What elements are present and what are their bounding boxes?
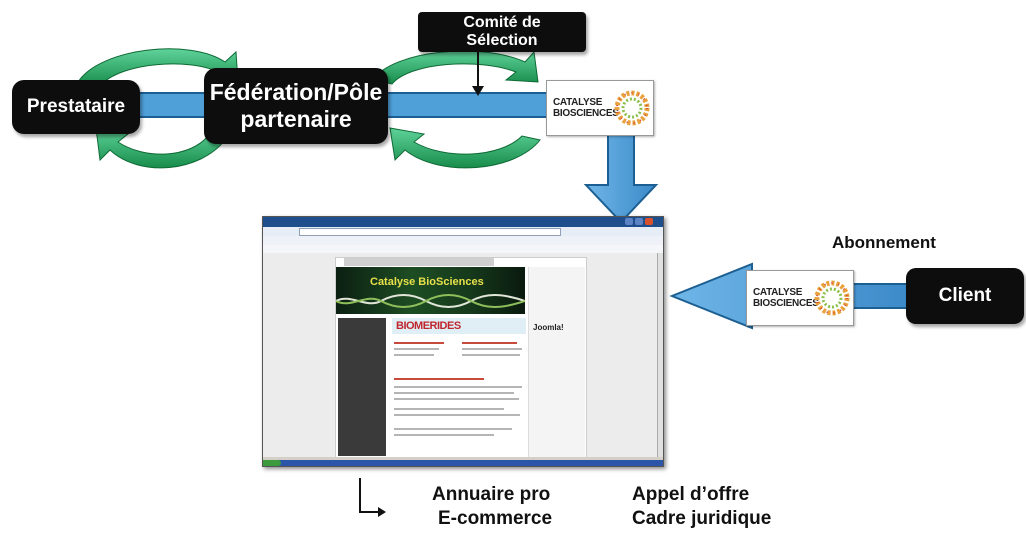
logo-line1: CATALYSE [553,97,603,108]
site-nav [344,258,494,266]
content-line [394,354,434,356]
content-line [394,378,484,380]
caption-cadre: Cadre juridique [632,508,772,529]
maximize-icon [635,218,643,225]
content-line [462,342,517,344]
close-icon [645,218,653,225]
minimize-icon [625,218,633,225]
url-field [299,228,561,236]
cycle-arrow-top-left [77,48,239,87]
client-label: Client [938,285,992,306]
content-line [394,414,520,416]
caption-appel: Appel d’offre [632,484,750,505]
content-line [394,392,514,394]
content-line [394,408,504,410]
content-line [394,386,522,388]
federation-label-line1: Fédération/Pôle [209,79,383,105]
prestataire-label: Prestataire [26,96,126,117]
biomerides-banner: BIOMERIDES [392,318,526,334]
comite-label-line2: Sélection [466,32,538,49]
caption-annuaire: Annuaire pro [432,484,551,505]
federation-node: Fédération/Pôle partenaire [204,68,388,144]
content-line [462,348,522,350]
site-content [392,338,526,456]
content-line [462,354,520,356]
elbow-connector [359,478,380,513]
site-layout: Catalyse BioSciences BIOMERIDES [335,257,587,459]
logo-text: CATALYSE BIOSCIENCES [553,97,619,119]
content-line [394,428,512,430]
down-arrow [583,133,659,224]
window-scrollbar [657,253,663,457]
site-right-column: Joomla! [528,267,585,457]
start-button [263,460,281,466]
cycle-arrow-top-right [371,50,539,85]
logo-ring-icon [814,280,850,316]
caption-ecommerce: E-commerce [438,508,553,529]
comite-node: Comité de Sélection [418,12,586,52]
content-line [394,398,519,400]
elbow-arrowhead [378,507,386,517]
catalyse-logo-top: CATALYSE BIOSCIENCES [546,80,654,136]
status-bar [263,457,663,461]
cycle-arrow-bottom-right [389,127,541,169]
website-screenshot: Catalyse BioSciences BIOMERIDES [262,216,664,467]
site-left-menu [338,318,386,456]
content-line [394,342,444,344]
prestataire-node: Prestataire [12,80,140,134]
logo-text: CATALYSE BIOSCIENCES [753,287,819,309]
federation-label-line2: partenaire [240,106,352,132]
client-node: Client [906,268,1024,324]
catalyse-logo-client: CATALYSE BIOSCIENCES [746,270,854,326]
comite-label-line1: Comité de [463,14,541,31]
abonnement-label: Abonnement [832,233,936,252]
dna-helix-icon [336,294,525,308]
window-titlebar [263,217,663,227]
biomerides-logo: BIOMERIDES [396,320,461,332]
page-viewport: Catalyse BioSciences BIOMERIDES [263,253,657,459]
logo-line1: CATALYSE [753,287,803,298]
comite-arrowhead [472,86,484,96]
content-line [394,348,439,350]
banner-title: Catalyse BioSciences [370,276,484,288]
content-line [394,434,494,436]
logo-line2: BIOSCIENCES [753,298,819,309]
site-banner: Catalyse BioSciences [336,267,525,314]
logo-ring-icon [614,90,650,126]
taskbar [263,460,663,466]
joomla-logo: Joomla! [533,323,564,332]
logo-line2: BIOSCIENCES [553,108,619,119]
